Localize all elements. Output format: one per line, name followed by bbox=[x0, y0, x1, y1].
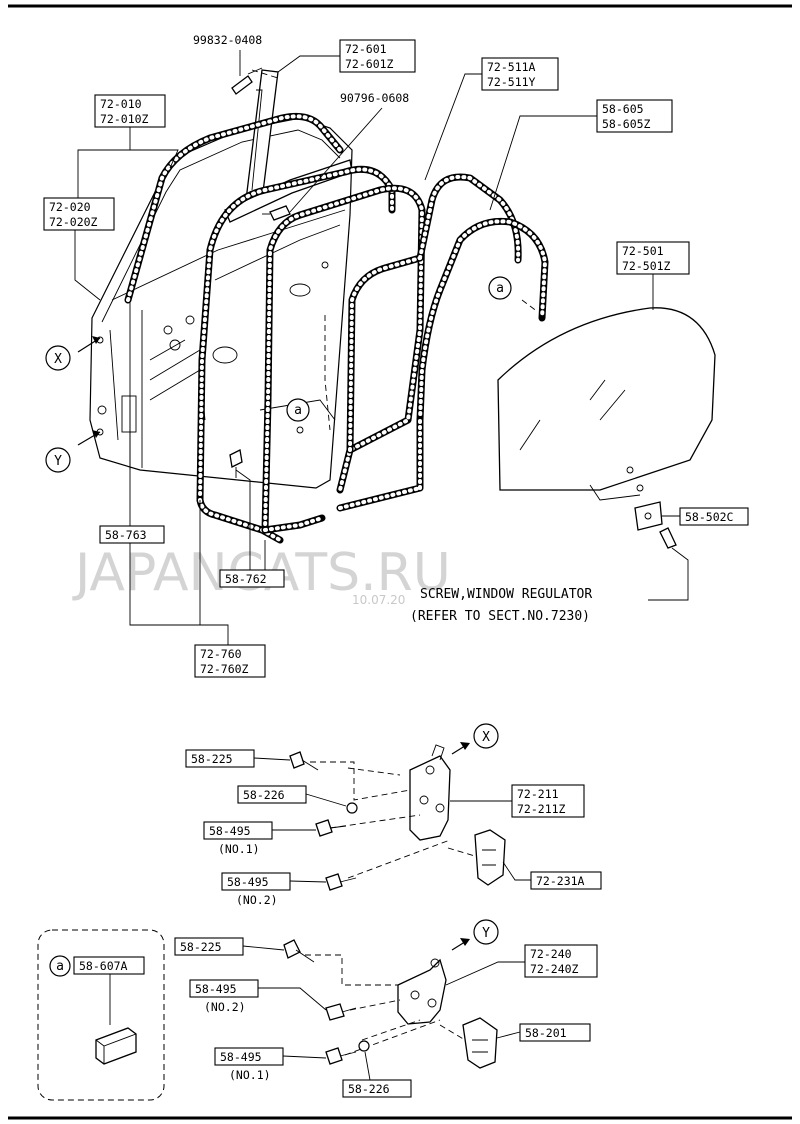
glass-bracket bbox=[634, 501, 677, 549]
svg-text:72-020: 72-020 bbox=[49, 200, 91, 214]
svg-text:58-225: 58-225 bbox=[180, 940, 222, 954]
svg-text:72-010Z: 72-010Z bbox=[100, 112, 149, 126]
label-58-226-y: 58-226 bbox=[342, 1079, 412, 1098]
svg-text:58-495: 58-495 bbox=[195, 982, 237, 996]
screw-90796 bbox=[262, 205, 291, 221]
label-58-495-no1-y: 58-495 (NO.1) bbox=[214, 1047, 284, 1082]
bolt-58-495-no2-y bbox=[325, 1003, 357, 1021]
label-58-201: 58-201 bbox=[519, 1023, 591, 1042]
svg-text:58-605: 58-605 bbox=[602, 102, 644, 116]
inset-58-607A: a 58-607A bbox=[37, 929, 165, 1101]
svg-text:72-511Y: 72-511Y bbox=[487, 75, 536, 89]
label-58-763: 58-763 bbox=[99, 525, 165, 544]
svg-text:58-226: 58-226 bbox=[243, 788, 285, 802]
label-58-226-x: 58-226 bbox=[237, 785, 307, 804]
washer-58-226-y bbox=[358, 1040, 370, 1052]
label-72-020: 72-020 72-020Z bbox=[43, 197, 115, 231]
svg-text:72-760: 72-760 bbox=[200, 647, 242, 661]
svg-text:58-495: 58-495 bbox=[220, 1050, 262, 1064]
svg-text:72-020Z: 72-020Z bbox=[49, 215, 98, 229]
label-90796: 90796-0608 bbox=[340, 91, 409, 105]
bolt-58-495-no2-x bbox=[325, 873, 357, 891]
svg-text:58-495: 58-495 bbox=[227, 875, 269, 889]
callout-y-hinge: Y bbox=[473, 919, 499, 945]
svg-text:72-760Z: 72-760Z bbox=[200, 662, 249, 676]
hinge-72-240 bbox=[397, 958, 447, 1025]
svg-text:(NO.1): (NO.1) bbox=[229, 1068, 271, 1082]
svg-text:72-211: 72-211 bbox=[517, 787, 559, 801]
label-72-240: 72-240 72-240Z bbox=[524, 944, 598, 978]
svg-text:58-201: 58-201 bbox=[525, 1026, 567, 1040]
svg-text:72-240: 72-240 bbox=[530, 947, 572, 961]
label-58-495-no1-x: 58-495 (NO.1) bbox=[203, 821, 273, 856]
svg-text:X: X bbox=[54, 352, 62, 367]
label-72-010: 72-010 72-010Z bbox=[94, 94, 166, 128]
bolt-58-495-no1-y bbox=[325, 1047, 357, 1065]
note-refer-section: (REFER TO SECT.NO.7230) bbox=[410, 609, 590, 624]
screw-99832 bbox=[231, 67, 279, 95]
svg-text:58-502C: 58-502C bbox=[685, 510, 734, 524]
svg-text:72-601Z: 72-601Z bbox=[345, 57, 394, 71]
svg-text:58-495: 58-495 bbox=[209, 824, 251, 838]
svg-text:(NO.1): (NO.1) bbox=[218, 842, 260, 856]
plate-72-231A bbox=[474, 829, 506, 886]
callout-a-1: a bbox=[488, 276, 512, 300]
callout-x-upper: X bbox=[45, 345, 71, 371]
label-72-760: 72-760 72-760Z bbox=[194, 644, 266, 678]
svg-text:72-501Z: 72-501Z bbox=[622, 259, 671, 273]
svg-text:72-010: 72-010 bbox=[100, 97, 142, 111]
plate-58-201 bbox=[462, 1017, 498, 1069]
svg-text:(NO.2): (NO.2) bbox=[204, 1000, 246, 1014]
svg-text:a: a bbox=[496, 281, 504, 296]
label-58-762: 58-762 bbox=[219, 569, 285, 588]
svg-text:58-763: 58-763 bbox=[105, 528, 147, 542]
hinge-72-211 bbox=[409, 744, 451, 841]
label-72-231A: 72-231A bbox=[530, 871, 602, 890]
label-58-605: 58-605 58-605Z bbox=[596, 99, 673, 133]
bolt-58-225-y bbox=[283, 939, 315, 963]
callout-y-upper: Y bbox=[45, 447, 71, 473]
label-99832: 99832-0408 bbox=[193, 33, 262, 47]
label-58-225-y: 58-225 bbox=[174, 937, 244, 956]
label-58-495-no2-y: 58-495 (NO.2) bbox=[189, 979, 259, 1014]
label-58-502C: 58-502C bbox=[679, 507, 749, 526]
svg-text:72-601: 72-601 bbox=[345, 42, 387, 56]
svg-text:X: X bbox=[482, 730, 490, 745]
svg-text:72-501: 72-501 bbox=[622, 244, 664, 258]
svg-text:58-605Z: 58-605Z bbox=[602, 117, 651, 131]
washer-58-226-x bbox=[346, 802, 358, 814]
label-72-511: 72-511A 72-511Y bbox=[481, 57, 559, 91]
svg-text:58-607A: 58-607A bbox=[79, 959, 128, 973]
label-58-225-x: 58-225 bbox=[185, 749, 255, 768]
label-72-211: 72-211 72-211Z bbox=[511, 784, 585, 818]
label-58-495-no2-x: 58-495 (NO.2) bbox=[221, 872, 291, 907]
svg-text:58-225: 58-225 bbox=[191, 752, 233, 766]
svg-text:72-240Z: 72-240Z bbox=[530, 962, 579, 976]
svg-text:(NO.2): (NO.2) bbox=[236, 893, 278, 907]
svg-text:Y: Y bbox=[54, 454, 62, 469]
bolt-58-225-x bbox=[289, 751, 319, 771]
note-screw-regulator: SCREW,WINDOW REGULATOR bbox=[420, 587, 592, 602]
watermark-date: 10.07.20 bbox=[352, 593, 405, 607]
callout-x-hinge: X bbox=[473, 723, 499, 749]
bolt-58-495-no1-x bbox=[315, 819, 347, 837]
svg-text:a: a bbox=[294, 403, 302, 418]
svg-text:58-762: 58-762 bbox=[225, 572, 267, 586]
svg-text:58-226: 58-226 bbox=[348, 1082, 390, 1096]
label-72-501: 72-501 72-501Z bbox=[616, 241, 690, 275]
svg-text:72-511A: 72-511A bbox=[487, 60, 536, 74]
door-glass bbox=[497, 307, 716, 501]
svg-text:a: a bbox=[56, 959, 64, 974]
label-72-601: 72-601 72-601Z bbox=[339, 39, 416, 73]
callout-a-2: a bbox=[286, 398, 310, 422]
svg-text:72-231A: 72-231A bbox=[536, 874, 585, 888]
clip bbox=[229, 449, 243, 478]
svg-text:72-211Z: 72-211Z bbox=[517, 802, 566, 816]
svg-text:Y: Y bbox=[482, 926, 490, 941]
